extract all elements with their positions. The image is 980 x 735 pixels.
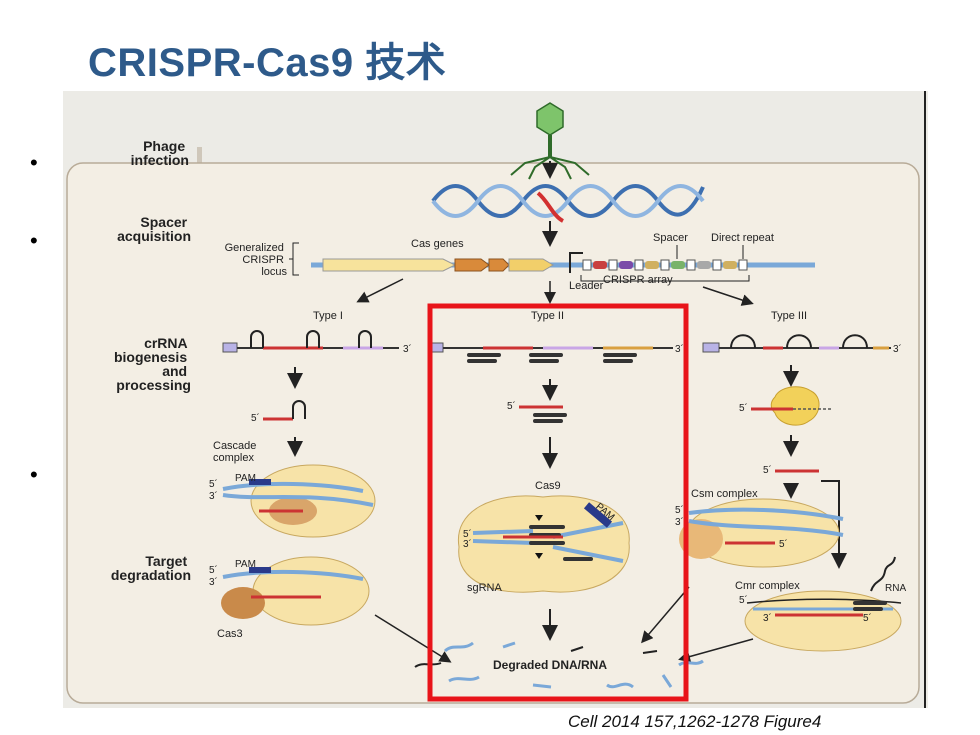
svg-text:PAM: PAM — [235, 559, 256, 570]
crispr-diagram: Phage infection Spacer acquisition crRNA… — [63, 91, 928, 708]
type1-precrrna: 3´ — [222, 330, 412, 355]
csm-label: Csm complex — [691, 488, 758, 500]
figure-caption: Cell 2014 157,1262-1278 Figure4 — [568, 712, 822, 731]
svg-text:3´: 3´ — [675, 516, 684, 528]
type2-label: Type II — [531, 310, 564, 322]
svg-text:3´: 3´ — [463, 538, 472, 550]
bullet-3: • — [30, 462, 38, 487]
arrow-type1-degrade — [374, 614, 452, 663]
arrow-cmr-degrade — [678, 638, 754, 663]
row-label-spacer: Spacer acquisition — [117, 214, 191, 244]
cascade-complex-1: PAM 5´ 3´ — [209, 464, 376, 538]
svg-text:3´: 3´ — [763, 612, 772, 624]
slide-title: CRISPR-Cas9 技术 — [88, 41, 447, 85]
svg-text:3´: 3´ — [675, 343, 684, 355]
svg-text:5´: 5´ — [739, 402, 748, 414]
type3-precrrna: 3´ — [702, 334, 902, 355]
svg-text:5´: 5´ — [675, 504, 684, 516]
cas-gene-1 — [322, 258, 457, 272]
cmr-label: Cmr complex — [735, 580, 800, 592]
row-label-phage: Phage infection — [131, 138, 189, 168]
type2-mature-crrna: 5´ — [507, 400, 567, 423]
locus-bracket — [289, 242, 299, 276]
crispr-array-bracket — [580, 275, 750, 282]
cas9-label: Cas9 — [535, 480, 561, 492]
svg-text:5´: 5´ — [863, 612, 872, 624]
sgrna-label: sgRNA — [467, 582, 503, 594]
row-label-crrna: crRNA biogenesis and processing — [114, 335, 191, 393]
svg-text:5´: 5´ — [507, 400, 516, 412]
svg-text:5´: 5´ — [251, 412, 260, 424]
bullet-1: • — [30, 150, 38, 175]
svg-text:RNA: RNA — [885, 583, 906, 594]
direct-repeat-label: Direct repeat — [711, 232, 774, 244]
arrow-to-type3 — [702, 286, 754, 306]
arrow-csm-degrade — [641, 586, 690, 644]
type1-mature-crrna: 5´ — [251, 400, 306, 424]
spacer-label: Spacer — [653, 232, 688, 244]
cas3-label: Cas3 — [217, 628, 243, 640]
row-label-target: Target degradation — [111, 553, 191, 583]
type2-highlight-box — [427, 303, 689, 702]
svg-text:5´: 5´ — [209, 564, 218, 576]
svg-text:5´: 5´ — [463, 528, 472, 540]
degraded-label: Degraded DNA/RNA — [493, 658, 607, 672]
cascade-complex-2: PAM 5´ 3´ Cas3 — [209, 556, 370, 640]
svg-text:3´: 3´ — [403, 343, 412, 355]
arrow-to-type1 — [356, 278, 404, 303]
svg-text:5´: 5´ — [739, 594, 748, 606]
cascade-label: Cascade complex — [213, 440, 259, 464]
svg-text:3´: 3´ — [209, 490, 218, 502]
type3-processing-enzyme: 5´ — [739, 386, 833, 426]
svg-text:3´: 3´ — [209, 576, 218, 588]
cas-gene-4 — [508, 258, 554, 272]
svg-text:PAM: PAM — [235, 473, 256, 484]
degraded-fragments — [414, 641, 704, 689]
type3-mature-crrna: 5´ — [763, 464, 819, 476]
csm-complex: 5´ 3´ 5´ — [675, 498, 844, 568]
cas-genes-label: Cas genes — [411, 238, 464, 250]
locus-label: Generalized CRISPR locus — [225, 242, 288, 278]
svg-text:3´: 3´ — [893, 343, 902, 355]
crispr-array-label: CRISPR array — [603, 274, 673, 286]
crispr-array — [582, 259, 748, 271]
crispr-figure: Phage infection Spacer acquisition crRNA… — [63, 91, 928, 708]
cas9-complex: PAM 5´ 3´ — [457, 495, 630, 593]
type2-precrrna: 3´ — [428, 342, 684, 363]
bullet-2: • — [30, 228, 38, 253]
cas-gene-2 — [454, 258, 490, 272]
leader-flag — [569, 252, 583, 273]
dna-helix-icon — [431, 184, 705, 223]
cmr-complex: RNA 5´ 3´ 5´ — [739, 556, 906, 652]
leader-label: Leader — [569, 280, 604, 292]
cas-gene-3 — [488, 258, 510, 272]
svg-text:5´: 5´ — [779, 538, 788, 550]
type1-label: Type I — [313, 310, 343, 322]
phage-icon — [510, 102, 590, 180]
svg-text:5´: 5´ — [209, 478, 218, 490]
type3-label: Type III — [771, 310, 807, 322]
svg-text:5´: 5´ — [763, 464, 772, 476]
